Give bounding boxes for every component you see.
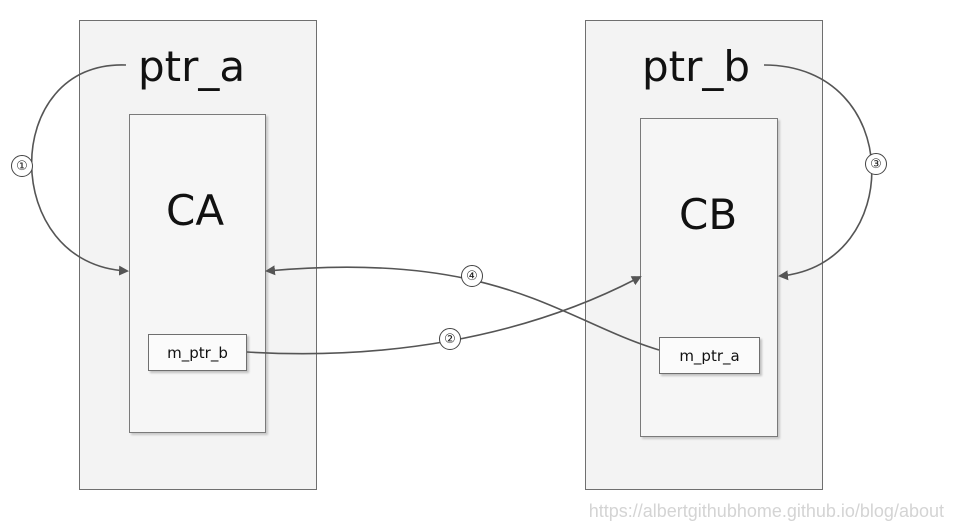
cb-label: CB xyxy=(679,190,738,239)
arrow-3-number: ③ xyxy=(865,153,887,175)
arrow-4-path xyxy=(265,265,660,351)
ptr-b-label: ptr_b xyxy=(634,46,759,88)
ptr-a-label: ptr_a xyxy=(130,46,254,88)
arrow-3-path xyxy=(763,64,873,281)
arrow-2-number: ② xyxy=(439,328,461,350)
m-ptr-b-field: m_ptr_b xyxy=(148,334,247,371)
arrow-1-number: ① xyxy=(11,155,33,177)
cb-object-box xyxy=(640,118,778,437)
ca-object-box xyxy=(129,114,266,433)
watermark-url: https://albertgithubhome.github.io/blog/… xyxy=(588,501,944,521)
m-ptr-a-field: m_ptr_a xyxy=(659,337,760,374)
arrow-4-number: ④ xyxy=(461,265,483,287)
ca-label: CA xyxy=(166,186,225,235)
arrow-1-path xyxy=(30,64,129,276)
